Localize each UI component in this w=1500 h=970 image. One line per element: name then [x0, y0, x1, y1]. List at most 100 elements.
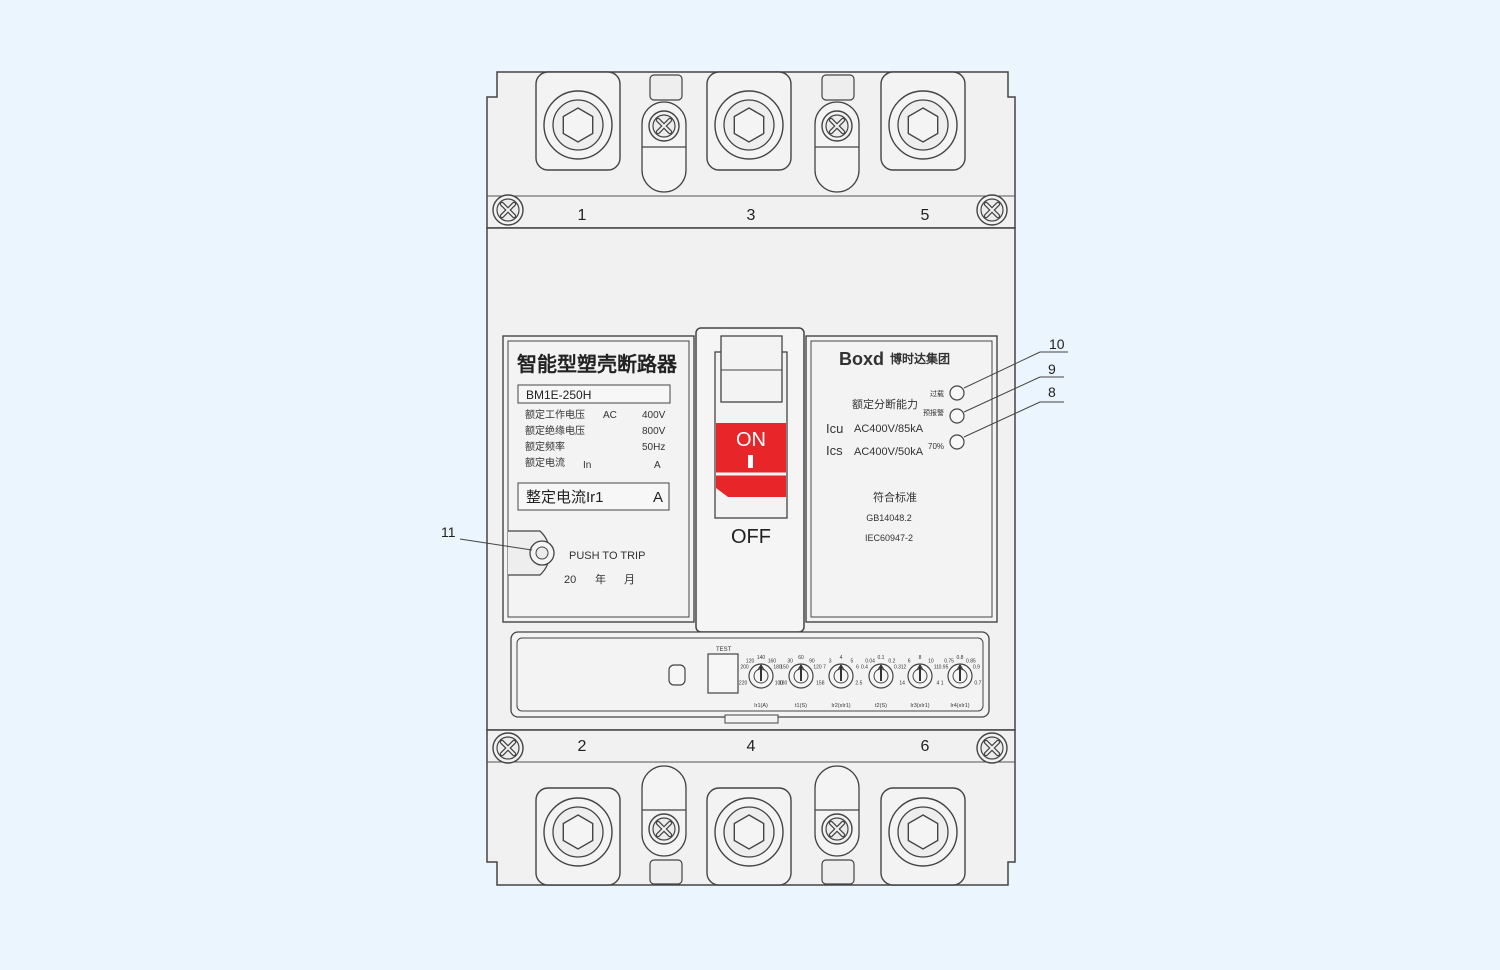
spec-row: 额定绝缘电压 800V: [525, 424, 666, 437]
setting-dial[interactable]: [868, 663, 894, 689]
terminal-number: 2: [578, 738, 587, 755]
spec-row: 额定工作电压 AC 400V: [525, 408, 666, 421]
dial-scale-label: 100: [775, 681, 784, 687]
spec-name: 额定频率: [525, 440, 565, 453]
setting-dial[interactable]: [947, 663, 973, 689]
screw-icon: [649, 814, 679, 844]
callout-number: 10: [1049, 336, 1065, 352]
terminal-bolt-icon: [714, 797, 784, 867]
dial-scale-label: 14: [899, 681, 905, 687]
breaking-capacity-label: 额定分断能力: [852, 397, 918, 411]
setting-dial[interactable]: [788, 663, 814, 689]
spec-name: 额定工作电压: [525, 408, 585, 421]
screw-icon: [493, 733, 523, 763]
dial-scale-label: 60: [798, 655, 804, 661]
dial-scale-label: 7: [823, 665, 826, 671]
leader-line: [459, 538, 533, 551]
right-nameplate: Boxd 博时达集团 额定分断能力 Icu AC400V/85kA Ics AC…: [805, 335, 998, 623]
dial-scale-label: 6: [856, 665, 859, 671]
dial-scale-label: 1: [941, 681, 944, 687]
prealarm-led-icon: [949, 408, 965, 424]
dial-label: Ir2(xIr1): [831, 703, 850, 709]
test-label: TEST: [716, 647, 732, 653]
spec-name: 额定绝缘电压: [525, 424, 585, 437]
terminal-number: 1: [578, 207, 587, 224]
dial-scale-label: 120: [813, 665, 822, 671]
dial-scale-label: 0.1: [878, 655, 885, 661]
dial-label: Ir1(A): [754, 703, 768, 709]
push-to-trip-label: PUSH TO TRIP: [569, 550, 645, 562]
on-bar-icon: [748, 455, 753, 468]
terminal-bolt-icon: [543, 90, 613, 160]
dial-scale-label: 0.2: [888, 658, 895, 664]
dial-label: Ir3(xIr1): [910, 703, 929, 709]
indicator-label: 预报警: [923, 408, 944, 417]
dial-scale-label: 2.5: [855, 681, 862, 687]
dial-scale-label: 11: [934, 665, 939, 671]
dial-scale-label: 12: [901, 665, 907, 671]
terminal-number: 6: [921, 738, 930, 755]
setting-dial[interactable]: [907, 663, 933, 689]
dial-scale-label: 90: [809, 658, 815, 664]
setting-current-label: 整定电流Ir1: [526, 489, 604, 506]
screw-icon: [977, 733, 1007, 763]
leader-line: [963, 376, 1041, 413]
standard-gb: GB14048.2: [866, 513, 912, 523]
dial-scale-label: 3: [829, 658, 832, 664]
spec-row: 额定电流 In A: [525, 456, 661, 471]
dial-scale-label: 0.85: [966, 658, 976, 664]
dial-scale-label: 0.7: [974, 681, 981, 687]
spec-row: 额定频率 50Hz: [525, 440, 665, 453]
callouts: 11 10 9 8: [441, 336, 1068, 551]
icu-label: Icu: [826, 421, 843, 436]
spec-mid: In: [583, 460, 591, 471]
indicator-label: 70%: [928, 442, 944, 451]
screw-icon: [822, 814, 852, 844]
dial-scale-label: 0.3: [894, 665, 901, 671]
setting-dial[interactable]: [828, 663, 854, 689]
screw-icon: [977, 195, 1007, 225]
dial-scale-label: 200: [740, 665, 749, 671]
nameplate-title: 智能型塑壳断路器: [517, 352, 678, 376]
spec-value: 400V: [642, 410, 666, 421]
terminal-number: 3: [747, 207, 756, 224]
spec-value: 800V: [642, 426, 666, 437]
dial-scale-label: 0.9: [973, 665, 980, 671]
dial-scale-label: 15: [816, 681, 822, 687]
left-nameplate: 智能型塑壳断路器 BM1E-250H 额定工作电压 AC 400V 额定绝缘电压…: [502, 335, 695, 623]
dial-scale-label: 6: [908, 658, 911, 664]
dial-scale-label: 0.04: [865, 658, 875, 664]
test-button[interactable]: [707, 653, 739, 694]
load-70-led-icon: [949, 434, 965, 450]
overload-led-icon: [949, 385, 965, 401]
model-number: BM1E-250H: [526, 388, 591, 402]
setting-current-unit: A: [653, 489, 663, 506]
operating-handle[interactable]: ON OFF: [695, 327, 805, 633]
spec-value: 50Hz: [642, 442, 665, 453]
icu-value: AC400V/85kA: [854, 423, 924, 435]
dial-scale-label: 8: [822, 681, 825, 687]
dial-scale-label: 8: [919, 655, 922, 661]
date-prefix: 20: [564, 574, 576, 586]
setting-dial[interactable]: [748, 663, 774, 689]
electronic-controller: TEST 140160180120200100220Ir1(A)60901203…: [510, 631, 990, 724]
dial-label: t1(S): [795, 703, 807, 709]
dial-scale-label: 0.8: [957, 655, 964, 661]
screw-icon: [822, 111, 852, 141]
dial-label: t2(S): [875, 703, 887, 709]
dial-scale-label: 5: [851, 658, 854, 664]
terminal-number: 4: [747, 738, 756, 755]
dial-scale-label: 160: [768, 658, 777, 664]
dial-scale-label: 150: [780, 665, 789, 671]
dial-scale-label: 4: [937, 681, 940, 687]
spec-name: 额定电流: [525, 456, 565, 469]
ics-label: Ics: [826, 443, 843, 458]
dial-scale-label: 180: [779, 681, 788, 687]
terminal-bolt-icon: [888, 797, 958, 867]
terminal-number: 5: [921, 207, 930, 224]
screw-icon: [649, 111, 679, 141]
dial-scale-label: 180: [773, 665, 782, 671]
terminal-bolt-icon: [714, 90, 784, 160]
